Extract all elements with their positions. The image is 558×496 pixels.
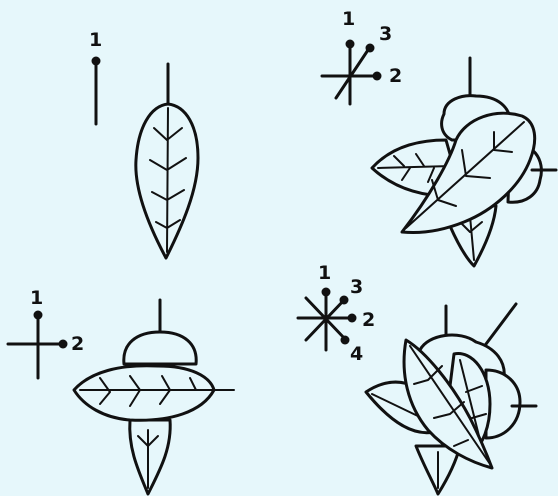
direction-indicator: 1 3 2 4 [298,262,375,365]
direction-label-1: 1 [30,287,43,309]
direction-label-3: 3 [379,23,392,45]
panel-two-directions: 1 2 [8,287,234,494]
leaf-cluster [74,300,234,494]
direction-label-3: 3 [350,276,363,298]
panel-three-directions: 1 3 2 [322,8,556,266]
direction-label-2: 2 [389,65,402,87]
direction-label-1: 1 [89,29,102,51]
direction-indicator: 1 [89,29,102,124]
direction-label-1: 1 [342,8,355,30]
panel-four-directions: 1 3 2 4 [298,262,536,494]
direction-label-2: 2 [71,333,84,355]
direction-label-1: 1 [318,262,331,284]
direction-label-2: 2 [362,309,375,331]
panel-single-leaf: 1 [89,29,198,258]
direction-indicator: 1 3 2 [322,8,402,104]
leaf-cluster [372,58,556,266]
direction-indicator: 1 2 [8,287,84,378]
leaf-cluster [366,304,536,494]
direction-label-4: 4 [350,343,363,365]
leaf [136,64,198,258]
